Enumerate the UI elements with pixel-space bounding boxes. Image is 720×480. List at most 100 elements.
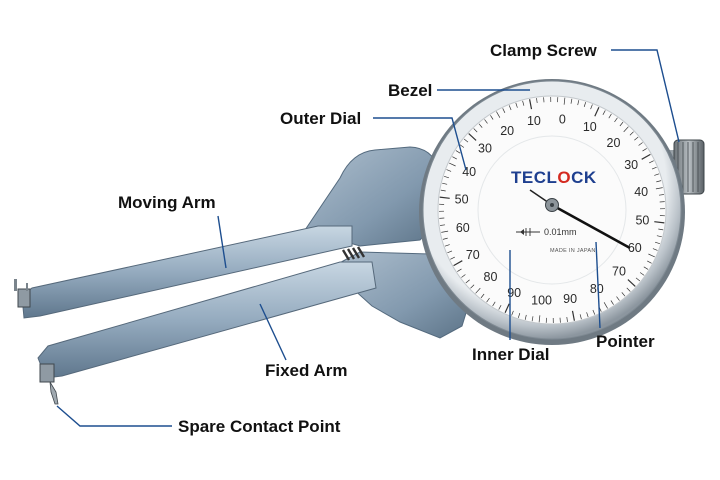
scale-number: 20 — [500, 124, 514, 138]
scale-number: 60 — [456, 221, 470, 235]
scale-tick — [478, 123, 483, 128]
scale-tick — [629, 131, 634, 136]
scale-number: 20 — [607, 136, 621, 150]
scale-tick — [442, 237, 448, 240]
scale-tick — [571, 310, 575, 321]
scale-tick — [643, 266, 649, 270]
scale-tick — [461, 274, 466, 278]
scale-number: 10 — [583, 120, 597, 134]
moving-arm — [21, 225, 353, 319]
scale-tick — [649, 160, 654, 164]
scale-tick — [658, 228, 664, 231]
scale-tick — [616, 296, 620, 301]
moving-contact-point — [14, 279, 31, 308]
scale-tick — [563, 97, 566, 105]
scale-tick — [452, 156, 457, 160]
scale-tick — [468, 133, 477, 141]
resolution-text: 0.01mm — [544, 227, 577, 237]
scale-number: 90 — [507, 286, 521, 300]
scale-tick — [443, 175, 450, 179]
scale-number: 70 — [466, 248, 480, 262]
scale-tick — [647, 260, 652, 264]
scale-tick — [498, 305, 502, 310]
scale-number: 30 — [624, 158, 638, 172]
scale-tick — [642, 148, 647, 152]
leader-pointer — [595, 241, 601, 329]
scale-tick — [658, 194, 664, 196]
scale-tick — [590, 104, 593, 110]
scale-tick — [536, 98, 538, 104]
label-fixed-arm: Fixed Arm — [265, 361, 348, 380]
scale-tick — [444, 244, 450, 247]
scale-tick — [524, 314, 527, 320]
scale-tick — [603, 302, 608, 309]
inner-dial — [477, 135, 627, 285]
scale-number: 60 — [628, 241, 642, 255]
scale-tick — [465, 279, 470, 284]
scale-tick — [583, 101, 587, 108]
scale-ticks — [438, 96, 666, 324]
scale-tick — [449, 162, 456, 167]
scale-tick — [654, 221, 665, 224]
scale-tick — [648, 253, 655, 258]
scale-number: 10 — [527, 114, 541, 128]
scale-number: 80 — [590, 282, 604, 296]
scale-tick — [529, 99, 533, 110]
scale-tick — [639, 272, 645, 276]
scale-tick — [439, 196, 450, 199]
scale-tick — [457, 268, 462, 272]
label-moving-arm: Moving Arm — [118, 193, 216, 212]
scale-tick — [459, 144, 465, 148]
scale-tick — [441, 230, 449, 233]
brand-logo: TECLOCK — [511, 168, 597, 187]
scale-tick — [450, 256, 455, 260]
leader-spare-contact-point — [56, 405, 172, 427]
scale-tick — [446, 169, 452, 172]
scale-tick — [570, 98, 573, 104]
scale-number: 70 — [612, 265, 626, 279]
scale-tick — [463, 138, 469, 143]
leader-moving-arm — [217, 215, 227, 269]
scale-tick — [577, 100, 580, 106]
label-outer-dial: Outer Dial — [280, 109, 361, 128]
scale-tick — [566, 316, 568, 322]
scale-tick — [579, 314, 582, 320]
scale-number: 40 — [462, 165, 476, 179]
caliper-body — [14, 146, 471, 405]
made-in-text: MADE IN JAPAN — [550, 248, 596, 254]
scale-tick — [531, 316, 534, 322]
scale-tick — [656, 180, 662, 183]
scale-tick — [492, 301, 496, 307]
scale-tick — [619, 121, 624, 127]
scale-number: 50 — [455, 193, 469, 207]
scale-tick — [634, 136, 639, 141]
scale-tick — [627, 279, 636, 287]
fixed-contact-point — [39, 363, 59, 405]
scale-tick — [504, 303, 510, 314]
scale-tick — [614, 117, 618, 123]
scale-tick — [455, 150, 461, 154]
scale-tick — [502, 108, 506, 113]
scale-tick — [484, 119, 488, 124]
scale-tick — [635, 277, 641, 282]
scale-tick — [496, 111, 501, 118]
scale-number: 0 — [559, 113, 566, 127]
scale-tick — [656, 235, 662, 238]
scale-number: 50 — [635, 213, 649, 227]
scale-tick — [602, 110, 606, 115]
scale-tick — [654, 241, 661, 245]
pointer — [529, 189, 631, 250]
scale-tick — [655, 187, 663, 190]
callouts: Clamp Screw Bezel Outer Dial Moving Arm … — [56, 41, 680, 436]
spring — [341, 246, 366, 261]
scale-tick — [651, 166, 657, 170]
scale-tick — [440, 189, 446, 192]
scale-tick — [586, 312, 589, 318]
label-clamp-screw: Clamp Screw — [490, 41, 598, 60]
scale-tick — [440, 224, 446, 226]
scale-tick — [475, 287, 481, 294]
scale-tick — [621, 292, 626, 297]
